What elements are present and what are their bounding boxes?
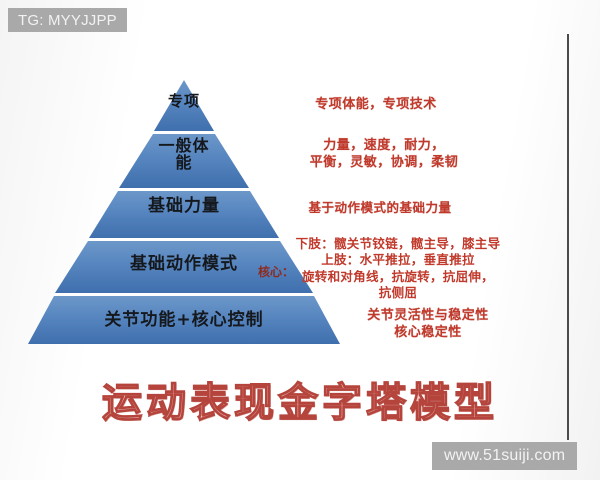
annotation-tier-5: 关节灵活性与稳定性 核心稳定性 — [367, 308, 489, 340]
pyramid-tier-2[interactable] — [119, 134, 249, 188]
pyramid-shape — [28, 80, 340, 344]
pyramid-tier-5[interactable] — [28, 296, 340, 344]
annotation-tier-4-line-1: 下肢：髋关节铰链，髋主导，膝主导 — [295, 236, 501, 251]
annotation-tier-1: 专项体能，专项技术 — [315, 97, 437, 112]
annotation-tier-4-line-3: 旋转和对角线，抗旋转，抗屈伸， — [301, 268, 494, 284]
annotation-tier-4: 下肢：髋关节铰链，髋主导，膝主导 上肢：水平推拉，垂直推拉 旋转和对角线，抗旋转… — [258, 236, 538, 301]
diagram-title: 运动表现金字塔模型 — [101, 379, 498, 426]
annotation-core-label: 核心： — [258, 265, 295, 279]
watermark-bottom-right: www.51suiji.com — [432, 442, 578, 470]
pyramid-tier-3[interactable] — [89, 191, 279, 238]
pyramid-tier-1[interactable] — [154, 80, 214, 131]
annotation-tier-4-line-2: 上肢：水平推拉，垂直推拉 — [321, 252, 475, 268]
pyramid-tier-4[interactable] — [55, 241, 313, 293]
annotation-tier-3: 基于动作模式的基础力量 — [308, 200, 452, 215]
annotation-tier-4-line-4: 抗侧屈 — [378, 284, 418, 300]
slide-right-edge-line — [567, 34, 569, 440]
watermark-top-left: TG: MYYJJPP — [8, 8, 127, 32]
annotation-tier-2: 力量，速度，耐力， 平衡，灵敏，协调，柔韧 — [309, 138, 459, 170]
